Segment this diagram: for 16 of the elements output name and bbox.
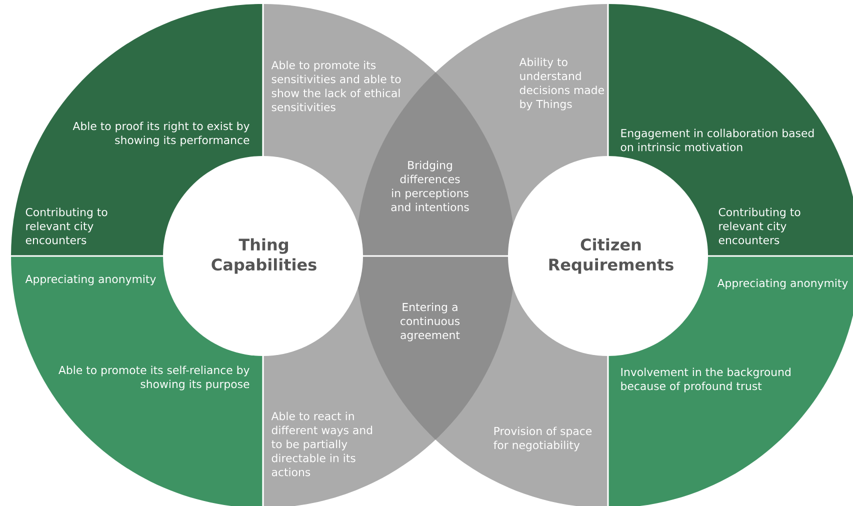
circle-title: Thing Capabilities [212, 238, 316, 274]
region-text: Engagement in collaboration based on intrinsic motivation [620, 128, 814, 152]
region-text: Bridging differences in perceptions and intentions [391, 160, 469, 212]
region-text: Involvement in the background because of profound trust [621, 368, 790, 392]
region-text: Provision of space for negotiability [494, 426, 592, 452]
region-text: Able to promote its sensitivities and able to show the lack of ethical sensitivities [271, 60, 401, 112]
region-text: Able to proof its right to exist by showing its performance [72, 122, 250, 146]
region-text: Appreciating anonymity [717, 278, 848, 290]
region-text: Ability to understand decisions made by Things [519, 58, 604, 110]
region-text: Entering a continuous agreement [400, 302, 460, 342]
region-text: Contributing to relevant city encounters [718, 208, 800, 244]
region-text: Appreciating anonymity [25, 274, 156, 286]
region-text: Able to react in different ways and to be partially directable in its actions [271, 412, 372, 476]
region-text: Contributing to relevant city encounters [26, 208, 108, 244]
circle-title: Citizen Requirements [549, 238, 674, 274]
region-text: Able to promote its self-reliance by showing its purpose [58, 366, 250, 390]
